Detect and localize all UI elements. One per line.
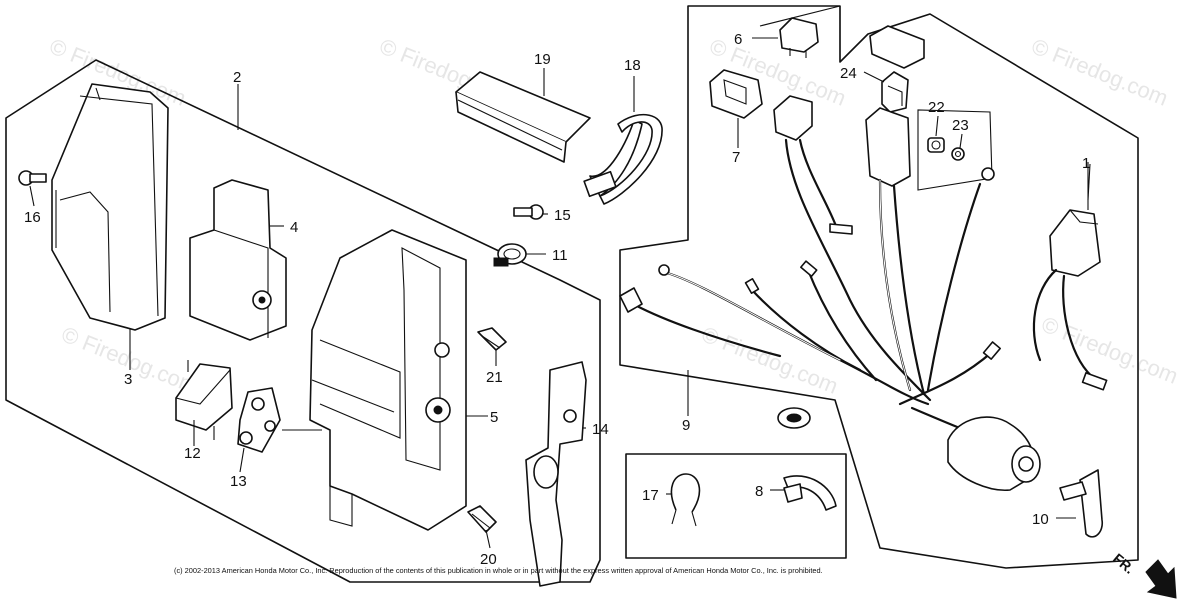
callout-9: 9 bbox=[682, 417, 690, 434]
part-5-control-box bbox=[309, 229, 467, 531]
callout-24: 24 bbox=[840, 65, 857, 82]
part-16-bolt bbox=[18, 170, 47, 186]
watermark: © Firedog.com bbox=[1028, 33, 1171, 110]
part-17-clip bbox=[670, 473, 701, 527]
assembly-outline-9 bbox=[619, 5, 1139, 569]
outline-cutout-22-23 bbox=[917, 109, 993, 191]
part-13-breaker bbox=[237, 387, 281, 453]
callout-17: 17 bbox=[642, 487, 659, 504]
outline-bracket-6 bbox=[759, 5, 841, 62]
part-15-bolt bbox=[513, 204, 544, 220]
callout-13: 13 bbox=[230, 473, 247, 490]
outline-clip-kit bbox=[625, 453, 847, 559]
callout-18: 18 bbox=[624, 57, 641, 74]
front-direction-indicator: FR. bbox=[1110, 550, 1177, 599]
part-14-plate bbox=[525, 361, 587, 587]
callout-23: 23 bbox=[952, 117, 969, 134]
watermark: © Firedog.com bbox=[1038, 311, 1180, 388]
part-18-band bbox=[583, 113, 663, 205]
part-1-switch bbox=[1032, 163, 1108, 391]
copyright-notice: (c) 2002-2013 American Honda Motor Co., … bbox=[174, 566, 823, 575]
part-3-cover bbox=[51, 83, 169, 331]
part-21-screw bbox=[477, 327, 507, 351]
callout-14: 14 bbox=[592, 421, 609, 438]
callout-21: 21 bbox=[486, 369, 503, 386]
watermark: © Firedog.com bbox=[698, 321, 841, 398]
callout-16: 16 bbox=[24, 209, 41, 226]
grommet bbox=[777, 407, 811, 429]
part-7-holder bbox=[709, 69, 763, 119]
solenoid bbox=[947, 416, 1041, 491]
part-23-washer bbox=[951, 147, 965, 161]
callout-4: 4 bbox=[290, 219, 298, 236]
part-20-screw bbox=[467, 505, 497, 533]
direction-label: FR. bbox=[1110, 550, 1138, 577]
callout-12: 12 bbox=[184, 445, 201, 462]
part-19-pad bbox=[455, 71, 591, 163]
part-4-bracket bbox=[189, 179, 287, 341]
part-6-relay bbox=[779, 17, 819, 58]
callout-19: 19 bbox=[534, 51, 551, 68]
part-12-switch bbox=[175, 360, 233, 440]
callout-3: 3 bbox=[124, 371, 132, 388]
callout-8: 8 bbox=[755, 483, 763, 500]
part-10-terminal bbox=[1059, 469, 1104, 538]
callout-15: 15 bbox=[554, 207, 571, 224]
leader-lines bbox=[29, 37, 1089, 549]
part-11-clamp bbox=[493, 243, 527, 267]
part-22-nut bbox=[927, 137, 945, 153]
part-24-fuse bbox=[869, 25, 925, 113]
part-8-band bbox=[783, 475, 837, 511]
callout-7: 7 bbox=[732, 149, 740, 166]
callout-10: 10 bbox=[1032, 511, 1049, 528]
part-9-wire-harness bbox=[619, 95, 1002, 438]
assembly-outline-2 bbox=[5, 59, 601, 583]
callout-22: 22 bbox=[928, 99, 945, 116]
direction-arrow-icon bbox=[1145, 559, 1177, 599]
callout-6: 6 bbox=[734, 31, 742, 48]
callout-5: 5 bbox=[490, 409, 498, 426]
callout-1: 1 bbox=[1082, 155, 1090, 172]
callout-11: 11 bbox=[552, 247, 568, 264]
callout-2: 2 bbox=[233, 69, 241, 86]
callout-20: 20 bbox=[480, 551, 497, 568]
callout-labels: 1 2 3 4 5 6 7 8 9 10 11 12 13 14 15 16 1… bbox=[24, 31, 1090, 568]
